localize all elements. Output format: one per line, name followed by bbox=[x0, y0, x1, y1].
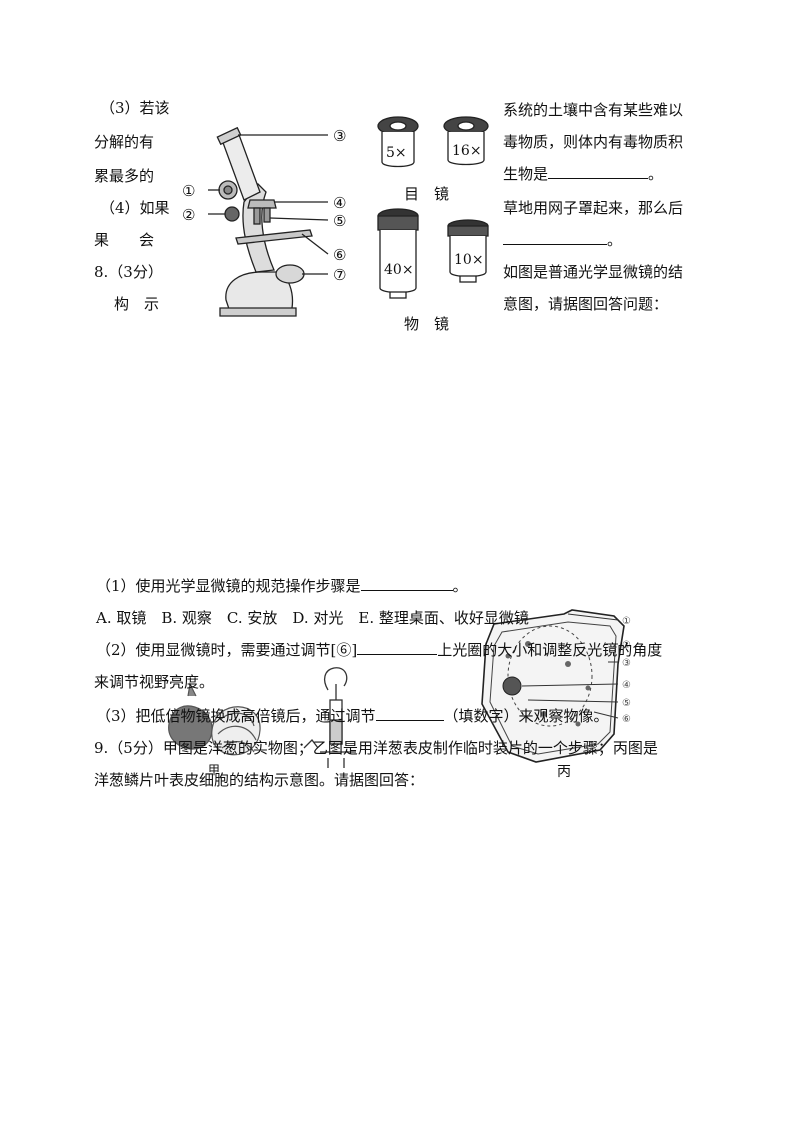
objective-40x-label: 40× bbox=[384, 262, 414, 278]
left-fragment-3: 累最多的 bbox=[94, 167, 155, 185]
left-fragment-4: （4）如果 bbox=[100, 199, 170, 217]
answer-blank-q2[interactable] bbox=[357, 640, 438, 655]
cell-callout-4: ④ bbox=[622, 680, 631, 691]
q2-line: （2）使用显微镜时，需要通过调节[⑥]上光圈的大小和调整反光镜的角度 bbox=[96, 640, 663, 659]
cell-callout-2: ② bbox=[622, 640, 631, 651]
eyepiece-16x-label: 16× bbox=[452, 143, 482, 159]
fig-caption-jia: 甲 bbox=[208, 763, 221, 777]
eyepiece-caption: 目 镜 bbox=[404, 185, 450, 203]
cell-callout-5: ⑤ bbox=[622, 698, 631, 709]
left-fragment-6: 8.（3分） bbox=[94, 263, 163, 281]
microscope-callout-7: ⑦ bbox=[333, 266, 346, 284]
answer-blank-steps[interactable] bbox=[360, 576, 453, 591]
q3-line: （3）把低倍物镜换成高倍镜后，通过调节（填数字）来观察物像。 bbox=[96, 706, 609, 725]
right-fragment-2: 毒物质，则体内有毒物质积 bbox=[503, 133, 684, 151]
right-fragment-4: 草地用网子罩起来，那么后 bbox=[503, 199, 684, 217]
q9-line-2: 洋葱鳞片叶表皮细胞的结构示意图。请据图回答： bbox=[94, 771, 425, 789]
microscope-callout-3: ③ bbox=[333, 127, 346, 145]
left-fragment-7: 构 示 bbox=[114, 295, 160, 313]
cell-callout-1: ① bbox=[622, 616, 631, 627]
answer-blank-organism[interactable] bbox=[548, 164, 649, 179]
onion-figure bbox=[168, 682, 261, 756]
right-fragment-7: 意图，请据图回答问题： bbox=[503, 295, 669, 313]
objective-caption: 物 镜 bbox=[404, 315, 450, 333]
options-line: A. 取镜 B. 观察 C. 安放 D. 对光 E. 整理桌面、收好显微镜 bbox=[96, 609, 529, 627]
objective-10x-label: 10× bbox=[454, 252, 484, 268]
microscope-callout-6: ⑥ bbox=[333, 246, 346, 264]
q9-line-1: 9.（5分）甲图是洋葱的实物图；乙图是用洋葱表皮制作临时装片的一个步骤；丙图是 bbox=[94, 739, 658, 757]
left-fragment-1: （3）若该 bbox=[100, 99, 170, 117]
eyepiece-5x-label: 5× bbox=[386, 145, 407, 161]
q2-line-2: 来调节视野亮度。 bbox=[94, 673, 215, 691]
cell-caption: 丙 bbox=[557, 764, 571, 780]
right-fragment-3: 生物是。 bbox=[503, 164, 664, 183]
left-fragment-5: 果 会 bbox=[94, 231, 155, 249]
microscope-figure: ③ ① ② ④ ⑤ ⑥ ⑦ bbox=[182, 126, 346, 317]
right-fragment-1: 系统的土壤中含有某些难以 bbox=[503, 101, 684, 119]
slide-prep-figure bbox=[303, 667, 356, 768]
cell-callout-3: ③ bbox=[622, 658, 631, 669]
microscope-callout-5: ⑤ bbox=[333, 212, 346, 230]
microscope-callout-2: ② bbox=[182, 206, 195, 224]
left-fragment-2: 分解的有 bbox=[94, 133, 155, 151]
answer-blank-grassland[interactable] bbox=[503, 230, 607, 245]
cell-callout-6: ⑥ bbox=[622, 714, 631, 725]
right-fragment-5: 。 bbox=[503, 230, 622, 250]
q1-line: （1）使用光学显微镜的规范操作步骤是。 bbox=[96, 576, 468, 595]
onion-cell-figure: ① ② ③ ④ ⑤ ⑥ bbox=[481, 609, 631, 763]
right-fragment-6: 如图是普通光学显微镜的结 bbox=[503, 263, 684, 281]
lenses-figure: 5× 16× 40× 10× bbox=[377, 116, 489, 299]
microscope-callout-1: ① bbox=[182, 182, 195, 200]
answer-blank-q3[interactable] bbox=[375, 706, 444, 721]
microscope-callout-4: ④ bbox=[333, 194, 346, 212]
